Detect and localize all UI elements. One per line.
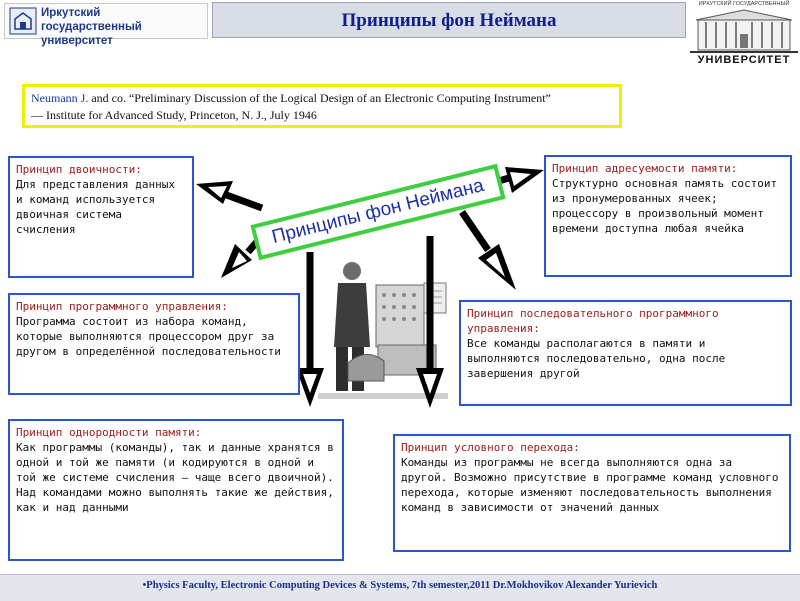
- logo-right-big-text: УНИВЕРСИТЕТ: [697, 54, 791, 66]
- principle-homogeneity-body: Как программы (команды), так и данные хр…: [16, 441, 334, 514]
- title-bar: Принципы фон Неймана: [212, 2, 686, 38]
- arrow-to-homogeneity: [296, 252, 324, 407]
- arrow-to-binary: [196, 181, 264, 212]
- university-building-icon: [690, 9, 798, 53]
- principle-homogeneity-title: Принцип однородности памяти:: [16, 426, 202, 439]
- principle-conditional-title: Принцип условного перехода:: [401, 441, 580, 454]
- footer-text: •Physics Faculty, Electronic Computing D…: [142, 580, 658, 591]
- university-logo-right: ИРКУТСКИЙ ГОСУДАРСТВЕННЫЙ УНИВЕРСИТЕТ: [690, 0, 798, 68]
- principle-box-sequential: Принцип последовательного программного у…: [459, 300, 792, 406]
- citation-author: Neumann J.: [31, 91, 89, 105]
- arrow-to-conditional: [416, 236, 444, 408]
- citation-line1: and co. “Preliminary Discussion of the L…: [88, 91, 551, 105]
- logo-left-line1: Иркутский: [41, 7, 101, 19]
- principle-conditional-body: Команды из программы не всегда выполняют…: [401, 456, 779, 514]
- principle-sequential-title: Принцип последовательного программного у…: [467, 307, 719, 335]
- principle-box-homogeneity: Принцип однородности памяти: Как програм…: [8, 419, 344, 561]
- principle-binary-body: Для представления данных и команд исполь…: [16, 178, 175, 236]
- principle-sequential-body: Все команды располагаются в памяти и вып…: [467, 337, 726, 380]
- logo-right-small-text: ИРКУТСКИЙ ГОСУДАРСТВЕННЫЙ: [698, 1, 790, 7]
- principle-program-control-body: Программа состоит из набора команд, кото…: [16, 315, 281, 358]
- principle-addressability-body: Структурно основная память состоит из пр…: [552, 177, 778, 235]
- principle-box-binary: Принцип двоичности: Для представления да…: [8, 156, 194, 278]
- arrow-to-sequential: [459, 210, 516, 290]
- footer: •Physics Faculty, Electronic Computing D…: [0, 574, 800, 601]
- citation-line2: — Institute for Advanced Study, Princeto…: [31, 108, 317, 122]
- principle-box-addressability: Принцип адресуемости памяти: Структурно …: [544, 155, 792, 277]
- university-logo-left: Иркутский государственный университет: [4, 3, 208, 47]
- page-title: Принципы фон Неймана: [341, 10, 557, 31]
- principle-box-conditional: Принцип условного перехода: Команды из п…: [393, 434, 791, 552]
- logo-left-text: Иркутский государственный университет: [41, 6, 207, 48]
- principle-program-control-title: Принцип программного управления:: [16, 300, 228, 313]
- von-neumann-photo: [318, 255, 448, 403]
- citation-box: Neumann J. and co. “Preliminary Discussi…: [22, 84, 622, 128]
- principle-box-program-control: Принцип программного управления: Програм…: [8, 293, 300, 395]
- principle-binary-title: Принцип двоичности:: [16, 163, 142, 176]
- header: Иркутский государственный университет Пр…: [0, 0, 800, 66]
- university-crest-icon: [9, 7, 37, 35]
- principle-addressability-title: Принцип адресуемости памяти:: [552, 162, 738, 175]
- logo-left-line2: государственный университет: [41, 21, 142, 47]
